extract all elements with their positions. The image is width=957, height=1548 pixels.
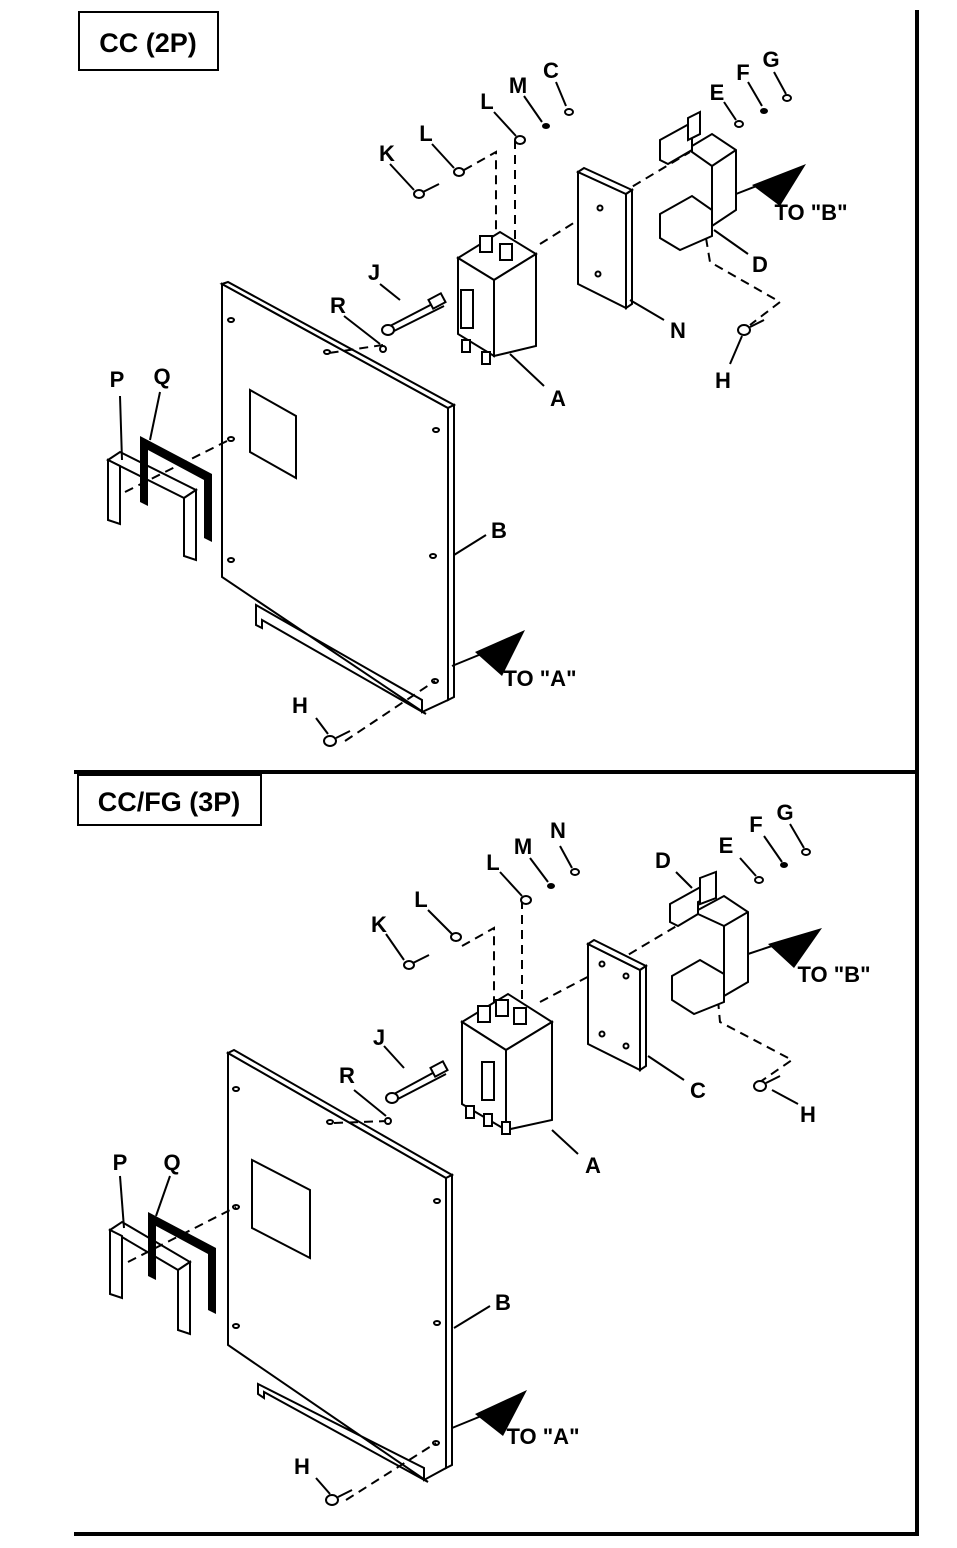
label-q: Q (163, 1150, 180, 1175)
panel-cc-2p: CC (2P) (78, 11, 848, 747)
panel-cc-fg-3p: CC/FG (3P) (77, 774, 871, 1506)
label-c: C (690, 1078, 706, 1103)
trim-piece-p (106, 450, 198, 562)
gasket-q (148, 1212, 216, 1314)
label-q: Q (153, 364, 170, 389)
label-a: A (550, 386, 566, 411)
plate-c (586, 938, 648, 1072)
pin-r (379, 345, 387, 353)
lockwasher-m (542, 123, 550, 129)
bracket-d (659, 110, 737, 252)
circuit-breaker-a (460, 992, 554, 1135)
label-p: P (110, 367, 125, 392)
label-to-a: TO "A" (506, 1424, 579, 1449)
arrow-to-a (475, 630, 525, 676)
washer-e (754, 876, 764, 884)
mounting-screw-j (381, 291, 447, 336)
label-r: R (330, 293, 346, 318)
nut-g (782, 94, 792, 102)
label-e: E (710, 80, 725, 105)
nut-g (801, 848, 811, 856)
label-k: K (379, 141, 395, 166)
label-h-2: H (715, 368, 731, 393)
label-j: J (373, 1025, 385, 1050)
screw-h2 (753, 1075, 781, 1092)
label-r: R (339, 1063, 355, 1088)
panel-title: CC (2P) (99, 28, 197, 58)
label-l-1: L (419, 121, 432, 146)
screw-k (403, 954, 430, 970)
label-m: M (514, 834, 532, 859)
breaker-cutout (251, 1158, 311, 1260)
screw-h1 (325, 1489, 353, 1506)
screw-k (413, 183, 440, 199)
label-d: D (752, 252, 768, 277)
label-g: G (776, 800, 793, 825)
label-p: P (113, 1150, 128, 1175)
label-a: A (585, 1153, 601, 1178)
lockwasher-m (547, 883, 555, 889)
gasket-q (140, 436, 212, 542)
label-b: B (491, 518, 507, 543)
mounting-screw-j (385, 1059, 449, 1104)
label-d: D (655, 848, 671, 873)
label-n: N (550, 818, 566, 843)
label-f: F (736, 60, 749, 85)
label-h-1: H (294, 1454, 310, 1479)
washer-l2 (514, 135, 526, 145)
label-f: F (749, 812, 762, 837)
label-n: N (670, 318, 686, 343)
screw-h2 (737, 319, 765, 336)
arrow-to-b (768, 928, 822, 968)
label-l-1: L (414, 887, 427, 912)
label-b: B (495, 1290, 511, 1315)
label-g: G (762, 47, 779, 72)
cover-plate-b (225, 1048, 455, 1483)
bracket-d (669, 870, 749, 1016)
pin-r (384, 1117, 392, 1125)
circuit-breaker-a (456, 230, 538, 365)
screw-h1 (323, 730, 351, 747)
label-m: M (509, 73, 527, 98)
label-l-2: L (486, 850, 499, 875)
nut-c (564, 108, 574, 116)
washer-l2 (520, 895, 532, 905)
label-j: J (368, 260, 380, 285)
breaker-cutout (249, 388, 297, 480)
nut-n (570, 868, 580, 876)
panel-title: CC/FG (3P) (98, 787, 241, 817)
label-h-2: H (800, 1102, 816, 1127)
label-l-2: L (480, 89, 493, 114)
washer-l1 (450, 932, 462, 942)
arrow-to-a (475, 1390, 527, 1436)
label-k: K (371, 912, 387, 937)
arrow-to-b (752, 164, 806, 206)
label-c: C (543, 58, 559, 83)
cover-plate-b (219, 280, 457, 715)
label-to-a: TO "A" (503, 666, 576, 691)
plate-n (575, 166, 635, 310)
label-h-1: H (292, 693, 308, 718)
label-to-b: TO "B" (797, 962, 870, 987)
label-to-b: TO "B" (774, 200, 847, 225)
washer-l1 (453, 167, 465, 177)
label-e: E (719, 833, 734, 858)
panel-title-box (78, 11, 219, 71)
panel-title-box (77, 774, 262, 826)
lockwasher-f (780, 862, 788, 868)
washer-e (734, 120, 744, 128)
lockwasher-f (760, 108, 768, 114)
